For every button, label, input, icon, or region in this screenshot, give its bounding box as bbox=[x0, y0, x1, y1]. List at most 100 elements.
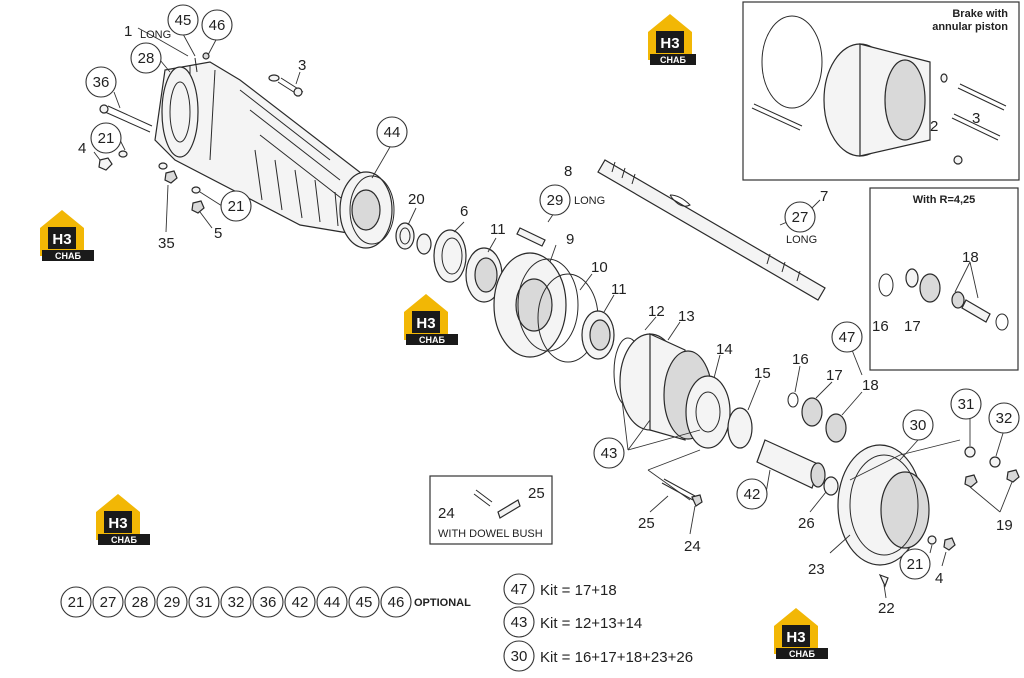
callout-22[interactable]: 22 bbox=[878, 600, 895, 617]
nut-5 bbox=[191, 186, 205, 214]
svg-text:29: 29 bbox=[547, 192, 564, 209]
callout-4-left[interactable]: 4 bbox=[78, 140, 86, 157]
optional-part-42[interactable]: 42 bbox=[284, 586, 316, 618]
callout-25-main[interactable]: 25 bbox=[638, 515, 655, 532]
inset-brake-callout-3[interactable]: 3 bbox=[972, 110, 980, 127]
part-14-disc bbox=[685, 375, 731, 449]
optional-part-label: 32 bbox=[228, 594, 245, 611]
svg-text:24: 24 bbox=[684, 538, 701, 555]
callout-10[interactable]: 10 bbox=[591, 259, 608, 276]
callout-42[interactable]: 42 bbox=[736, 478, 768, 510]
callout-26[interactable]: 26 bbox=[798, 515, 815, 532]
callout-20[interactable]: 20 bbox=[408, 191, 425, 208]
callout-4-right[interactable]: 4 bbox=[935, 570, 943, 587]
callout-16[interactable]: 16 bbox=[792, 351, 809, 368]
part-18-gear bbox=[825, 413, 847, 443]
callout-21-left[interactable]: 21 bbox=[90, 122, 122, 154]
optional-part-29[interactable]: 29 bbox=[156, 586, 188, 618]
kit-30-text: Kit = 16+17+18+23+26 bbox=[540, 649, 693, 666]
callout-21-right[interactable]: 21 bbox=[899, 548, 931, 580]
callout-5[interactable]: 5 bbox=[214, 225, 222, 242]
svg-text:25: 25 bbox=[638, 515, 655, 532]
optional-part-label: 31 bbox=[196, 594, 213, 611]
part-26-washer bbox=[823, 476, 839, 496]
optional-part-label: 21 bbox=[68, 594, 85, 611]
callout-17[interactable]: 17 bbox=[826, 367, 843, 384]
optional-part-31[interactable]: 31 bbox=[188, 586, 220, 618]
inset-brake-callout-2[interactable]: 2 bbox=[930, 118, 938, 135]
callout-6[interactable]: 6 bbox=[460, 203, 468, 220]
part-16-ring bbox=[787, 392, 799, 408]
svg-text:30: 30 bbox=[910, 417, 927, 434]
callout-47[interactable]: 47 bbox=[831, 321, 863, 353]
svg-text:46: 46 bbox=[209, 17, 226, 34]
optional-part-label: 28 bbox=[132, 594, 149, 611]
optional-part-21[interactable]: 21 bbox=[60, 586, 92, 618]
svg-text:45: 45 bbox=[175, 12, 192, 29]
callout-19[interactable]: 19 bbox=[996, 517, 1013, 534]
callout-8[interactable]: 8 bbox=[564, 163, 572, 180]
part-7-shaft bbox=[597, 159, 826, 301]
svg-text:14: 14 bbox=[716, 341, 733, 358]
kit-43-callout[interactable]: 43 bbox=[503, 606, 535, 638]
callout-32[interactable]: 32 bbox=[988, 402, 1020, 434]
callout-18[interactable]: 18 bbox=[862, 377, 879, 394]
callout-15[interactable]: 15 bbox=[754, 365, 771, 382]
callout-3-top[interactable]: 3 bbox=[298, 57, 306, 74]
part-25-bolt bbox=[661, 478, 703, 507]
optional-part-36[interactable]: 36 bbox=[252, 586, 284, 618]
callout-31[interactable]: 31 bbox=[950, 388, 982, 420]
callout-24-main[interactable]: 24 bbox=[684, 538, 701, 555]
optional-part-label: 29 bbox=[164, 594, 181, 611]
optional-part-28[interactable]: 28 bbox=[124, 586, 156, 618]
svg-text:8: 8 bbox=[564, 163, 572, 180]
callout-29[interactable]: 29 bbox=[539, 184, 571, 216]
callout-45[interactable]: 45 bbox=[167, 4, 199, 36]
callout-35[interactable]: 35 bbox=[158, 235, 175, 252]
watermark-logo: H3 СНАБ bbox=[40, 210, 94, 261]
optional-part-label: 36 bbox=[260, 594, 277, 611]
kit-47-callout[interactable]: 47 bbox=[503, 573, 535, 605]
callout-9[interactable]: 9 bbox=[566, 231, 574, 248]
callout-44[interactable]: 44 bbox=[376, 116, 408, 148]
optional-part-32[interactable]: 32 bbox=[220, 586, 252, 618]
inset-callout-16[interactable]: 16 bbox=[872, 318, 889, 335]
callout-27[interactable]: 27 bbox=[784, 201, 816, 233]
inset-brake: Brake with annular piston bbox=[742, 1, 1020, 181]
callout-30[interactable]: 30 bbox=[902, 409, 934, 441]
callout-23[interactable]: 23 bbox=[808, 561, 825, 578]
optional-part-46[interactable]: 46 bbox=[380, 586, 412, 618]
svg-text:СНАБ: СНАБ bbox=[789, 649, 815, 659]
inset-callout-17[interactable]: 17 bbox=[904, 318, 921, 335]
svg-text:21: 21 bbox=[98, 130, 115, 147]
optional-part-27[interactable]: 27 bbox=[92, 586, 124, 618]
callout-28[interactable]: 28 bbox=[130, 42, 162, 74]
callout-36[interactable]: 36 bbox=[85, 66, 117, 98]
callout-13[interactable]: 13 bbox=[678, 308, 695, 325]
svg-text:17: 17 bbox=[904, 318, 921, 335]
inset-callout-24[interactable]: 24 bbox=[438, 505, 455, 522]
svg-text:Brake with: Brake with bbox=[952, 8, 1008, 20]
svg-text:18: 18 bbox=[962, 249, 979, 266]
part-6-seal bbox=[433, 229, 467, 283]
svg-text:With R=4,25: With R=4,25 bbox=[913, 194, 976, 206]
optional-part-44[interactable]: 44 bbox=[316, 586, 348, 618]
optional-part-45[interactable]: 45 bbox=[348, 586, 380, 618]
optional-part-label: 42 bbox=[292, 594, 309, 611]
callout-14[interactable]: 14 bbox=[716, 341, 733, 358]
kit-30-callout[interactable]: 30 bbox=[503, 640, 535, 672]
callout-43[interactable]: 43 bbox=[593, 437, 625, 469]
bolt-36 bbox=[99, 104, 153, 133]
callout-21-mid[interactable]: 21 bbox=[220, 190, 252, 222]
watermark-logo: H3 СНАБ bbox=[774, 608, 828, 659]
callout-12[interactable]: 12 bbox=[648, 303, 665, 320]
callout-7[interactable]: 7 bbox=[820, 188, 828, 205]
callout-11-a[interactable]: 11 bbox=[490, 221, 506, 238]
inset-callout-18[interactable]: 18 bbox=[962, 249, 979, 266]
inset-callout-25[interactable]: 25 bbox=[528, 485, 545, 502]
callout-46[interactable]: 46 bbox=[201, 9, 233, 41]
inset-dowel: WITH DOWEL BUSH bbox=[429, 475, 553, 545]
callout-11-b[interactable]: 11 bbox=[611, 281, 627, 298]
callout-1[interactable]: 1 bbox=[124, 23, 132, 40]
